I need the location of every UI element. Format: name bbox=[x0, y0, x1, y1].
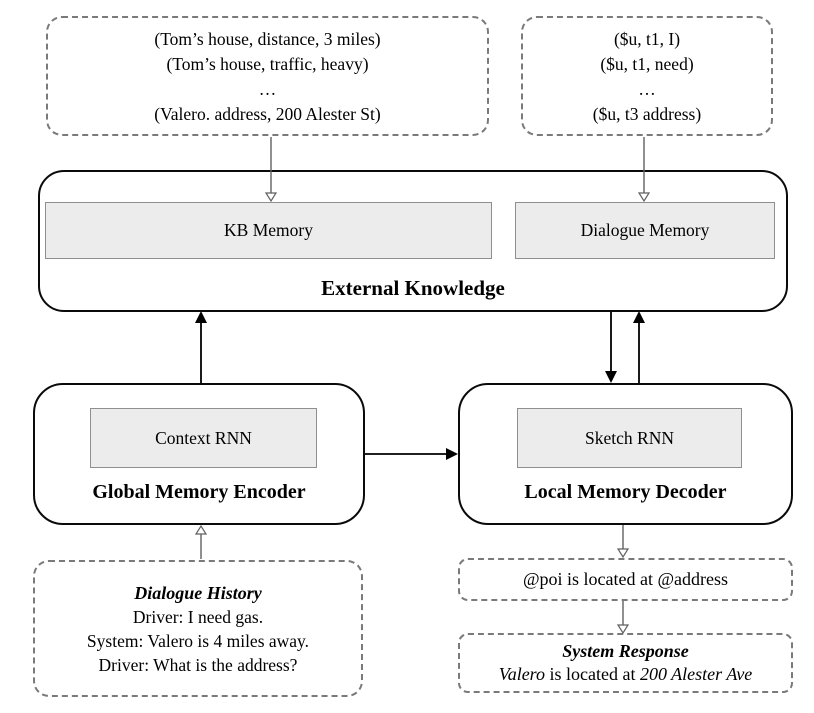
dialogue-triples-box: ($u, t1, I) ($u, t1, need) … ($u, t3 add… bbox=[521, 16, 773, 136]
context-rnn-label: Context RNN bbox=[155, 427, 252, 448]
dialogue-history-line: Driver: What is the address? bbox=[98, 654, 298, 675]
response-address: 200 Alester Ave bbox=[639, 664, 753, 684]
arrow-sketch-output-to-system-response-icon bbox=[616, 601, 630, 635]
ellipsis: … bbox=[258, 79, 277, 99]
global-memory-encoder-title: Global Memory Encoder bbox=[92, 481, 306, 503]
local-memory-decoder-title: Local Memory Decoder bbox=[524, 481, 727, 503]
dialogue-memory-label: Dialogue Memory bbox=[580, 220, 710, 240]
system-response-title: System Response bbox=[562, 641, 689, 661]
dialogue-memory-box: Dialogue Memory bbox=[515, 202, 775, 259]
kb-triple-line: (Tom’s house, traffic, heavy) bbox=[166, 54, 369, 74]
kb-triples-box: (Tom’s house, distance, 3 miles) (Tom’s … bbox=[46, 16, 489, 136]
system-response-text: Valero is located at 200 Alester Ave bbox=[499, 662, 753, 686]
response-middle: is located at bbox=[545, 664, 640, 684]
sketch-output-box: @poi is located at @address bbox=[458, 558, 793, 601]
dialogue-triple-line: ($u, t1, need) bbox=[600, 54, 694, 74]
arrow-dialogue-history-to-encoder-icon bbox=[194, 524, 208, 559]
arrow-encoder-to-external-knowledge-icon bbox=[195, 311, 207, 383]
arrow-decoder-to-sketch-output-icon bbox=[616, 525, 630, 559]
arrow-decoder-to-external-knowledge-icon bbox=[633, 311, 645, 383]
dialogue-history-box: Dialogue History Driver: I need gas. Sys… bbox=[33, 560, 363, 697]
kb-memory-box: KB Memory bbox=[45, 202, 492, 259]
dialogue-history-title: Dialogue History bbox=[134, 582, 262, 603]
dialogue-history-line: System: Valero is 4 miles away. bbox=[86, 630, 310, 651]
system-response-box: System Response Valero is located at 200… bbox=[458, 633, 793, 693]
arrow-encoder-to-decoder-icon bbox=[365, 448, 458, 460]
dialogue-triple-line: ($u, t3 address) bbox=[592, 104, 702, 124]
dialogue-history-line: Driver: I need gas. bbox=[132, 606, 264, 627]
ellipsis: … bbox=[638, 79, 656, 99]
arrow-external-knowledge-to-decoder-icon bbox=[605, 312, 617, 383]
response-poi: Valero bbox=[498, 664, 546, 684]
context-rnn-box: Context RNN bbox=[90, 408, 317, 468]
kb-triple-line: (Valero. address, 200 Alester St) bbox=[154, 104, 381, 124]
kb-memory-label: KB Memory bbox=[224, 220, 313, 240]
kb-triple-line: (Tom’s house, distance, 3 miles) bbox=[154, 29, 381, 49]
external-knowledge-title: External Knowledge bbox=[321, 276, 505, 300]
sketch-output-text: @poi is located at @address bbox=[522, 569, 729, 589]
sketch-rnn-box: Sketch RNN bbox=[517, 408, 742, 468]
dialogue-triple-line: ($u, t1, I) bbox=[613, 29, 681, 49]
sketch-rnn-label: Sketch RNN bbox=[585, 427, 674, 448]
